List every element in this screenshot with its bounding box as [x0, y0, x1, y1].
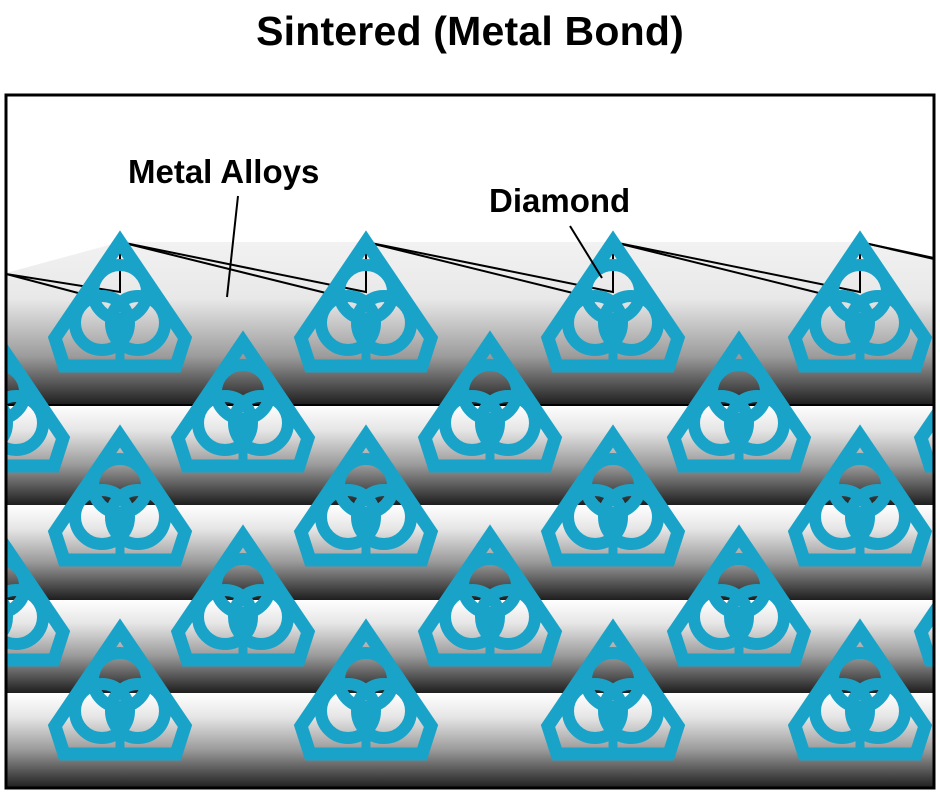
leader-diamond	[569, 225, 603, 279]
metal-surface-line	[6, 241, 934, 295]
metal-alloy-matrix	[6, 241, 934, 788]
diagram-frame	[4, 93, 936, 790]
diagram-title: Sintered (Metal Bond)	[256, 8, 684, 54]
label-metal-alloys: Metal Alloys	[128, 153, 319, 190]
leader-metal-alloys	[226, 195, 239, 298]
label-diamond: Diamond	[489, 182, 630, 219]
